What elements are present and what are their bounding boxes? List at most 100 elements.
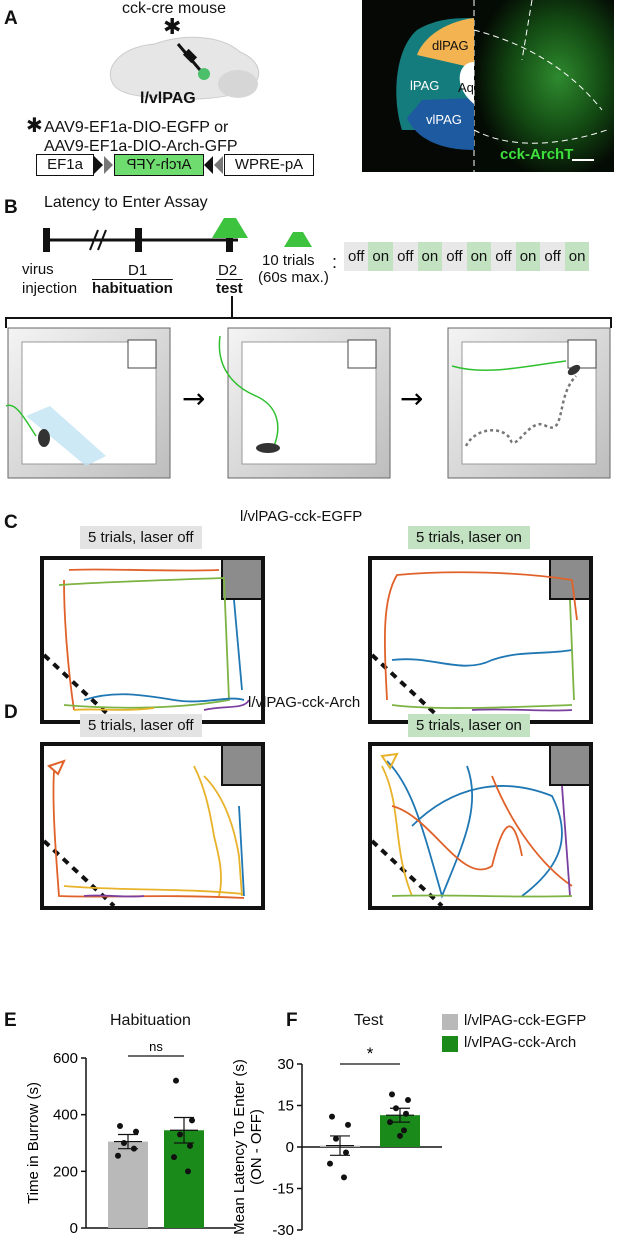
significance-label: * — [367, 1044, 374, 1063]
panel-d-title: l/vlPAG-cck-Arch — [248, 694, 361, 711]
region-lpag: lPAG — [410, 78, 440, 93]
histology-image: dlPAG lPAG Aq vlPAG cck-ArchT — [362, 0, 614, 172]
bar-1 — [164, 1130, 204, 1228]
timeline-d2: D2 — [218, 262, 238, 279]
y-tick-label-2: 400 — [53, 1107, 78, 1124]
region-vlpag: vlPAG — [426, 112, 462, 127]
point-0-1 — [133, 1128, 139, 1135]
point-1-1 — [405, 1096, 411, 1103]
legend-swatch-egfp — [442, 1014, 458, 1030]
chart-e-title: Habituation — [110, 1012, 191, 1029]
point-1-5 — [401, 1127, 407, 1134]
y-tick-label-2: 0 — [286, 1139, 294, 1156]
point-0-2 — [121, 1140, 127, 1146]
y-tick-label-4: 30 — [277, 1056, 294, 1073]
point-0-0 — [329, 1113, 335, 1120]
trial-4: off — [442, 242, 467, 271]
panel-letter-a: A — [4, 8, 18, 29]
loxp-triangle-icon — [94, 156, 113, 174]
svg-text:→: → — [182, 382, 205, 415]
laser-cone-icon — [212, 218, 248, 238]
point-0-5 — [341, 1174, 347, 1181]
region-aq: Aq — [458, 80, 474, 95]
panel-c-left-tag: 5 trials, laser off — [80, 526, 202, 549]
region-dlpag: dlPAG — [432, 38, 469, 53]
point-0-3 — [343, 1149, 349, 1156]
asterisk-mark: ✱ — [163, 14, 182, 39]
point-0-1 — [345, 1121, 351, 1128]
panel-c-right-tag: 5 trials, laser on — [408, 526, 530, 549]
legend-swatch-arch — [442, 1036, 458, 1052]
point-0-4 — [115, 1152, 121, 1159]
timeline — [43, 228, 238, 252]
trial-8: off — [540, 242, 565, 271]
panel-letter-f: F — [286, 1010, 298, 1031]
chart-f-title: Test — [354, 1012, 384, 1029]
trial-3: on — [417, 242, 443, 271]
y-axis-label: Time in Burrow (s) — [25, 1082, 42, 1204]
panel-letter-d: D — [4, 702, 18, 723]
y-tick-label-0: 0 — [70, 1220, 78, 1237]
construct-ef1a: EF1a — [36, 154, 94, 176]
trial-1: on — [368, 242, 394, 271]
stain-label: cck-ArchT — [500, 146, 574, 163]
bar-0 — [108, 1141, 148, 1228]
arena-1 — [5, 327, 171, 479]
trial-5: on — [466, 242, 492, 271]
region-label: l/vlPAG — [140, 90, 196, 107]
construct-diagram: EF1a Arch-YFP WPRE-pA — [36, 154, 326, 176]
y-tick-label-3: 15 — [277, 1098, 294, 1115]
point-1-3 — [187, 1142, 193, 1149]
trials-colon: : — [332, 252, 338, 272]
point-1-4 — [171, 1154, 177, 1161]
timeline-test: test — [216, 280, 243, 297]
point-0-2 — [333, 1135, 339, 1142]
trial-7: on — [515, 242, 541, 271]
point-0-0 — [117, 1123, 123, 1129]
panel-letter-b: B — [4, 197, 18, 218]
trial-0: off — [344, 242, 369, 271]
arena-c-laser-off — [40, 556, 265, 724]
svg-text:→: → — [400, 382, 423, 415]
trial-2: off — [393, 242, 418, 271]
point-0-3 — [131, 1145, 137, 1152]
point-1-5 — [185, 1168, 191, 1175]
panel-letter-c: C — [4, 512, 18, 533]
panel-d-left-tag: 5 trials, laser off — [80, 714, 202, 737]
trial-9: on — [564, 242, 590, 271]
legend-label-arch: l/vlPAG-cck-Arch — [464, 1034, 577, 1051]
trials-count: 10 trials — [262, 252, 315, 269]
timeline-d1: D1 — [128, 262, 148, 279]
loxp-triangle-icon-2 — [204, 156, 223, 174]
burrow-icon — [221, 560, 261, 600]
arena-d-laser-off — [40, 742, 265, 910]
y-tick-label-0: -30 — [272, 1222, 294, 1239]
panel-d-right-tag: 5 trials, laser on — [408, 714, 530, 737]
laser-cone-icon-2 — [284, 232, 312, 247]
arena-c-laser-on — [368, 556, 593, 724]
point-1-2 — [177, 1131, 183, 1138]
construct-arch-yfp: Arch-YFP — [114, 154, 204, 176]
panel-letter-e: E — [4, 1010, 17, 1031]
y-axis-label-line-0: Mean Latency To Enter (s) — [231, 1059, 248, 1235]
legend-label-egfp: l/vlPAG-cck-EGFP — [464, 1012, 587, 1029]
point-1-0 — [389, 1091, 395, 1098]
arena-2 — [218, 327, 391, 479]
arena-sequence: → → — [5, 327, 611, 479]
point-1-2 — [393, 1105, 399, 1112]
assay-title: Latency to Enter Assay — [44, 194, 208, 211]
point-1-1 — [189, 1117, 195, 1124]
construct-wpre: WPRE-pA — [224, 154, 314, 176]
point-0-4 — [327, 1160, 333, 1167]
virus-line-2: AAV9-EF1a-DIO-Arch-GFP — [44, 138, 238, 155]
mouse-label: cck-cre mouse — [122, 0, 227, 17]
point-1-4 — [387, 1119, 393, 1126]
arena-3 — [447, 327, 611, 479]
test-bracket — [5, 296, 612, 328]
virus-asterisk: ✱ — [26, 115, 43, 137]
point-1-0 — [173, 1077, 179, 1084]
y-axis-label: Mean Latency To Enter (s)(ON - OFF) — [231, 1059, 265, 1235]
